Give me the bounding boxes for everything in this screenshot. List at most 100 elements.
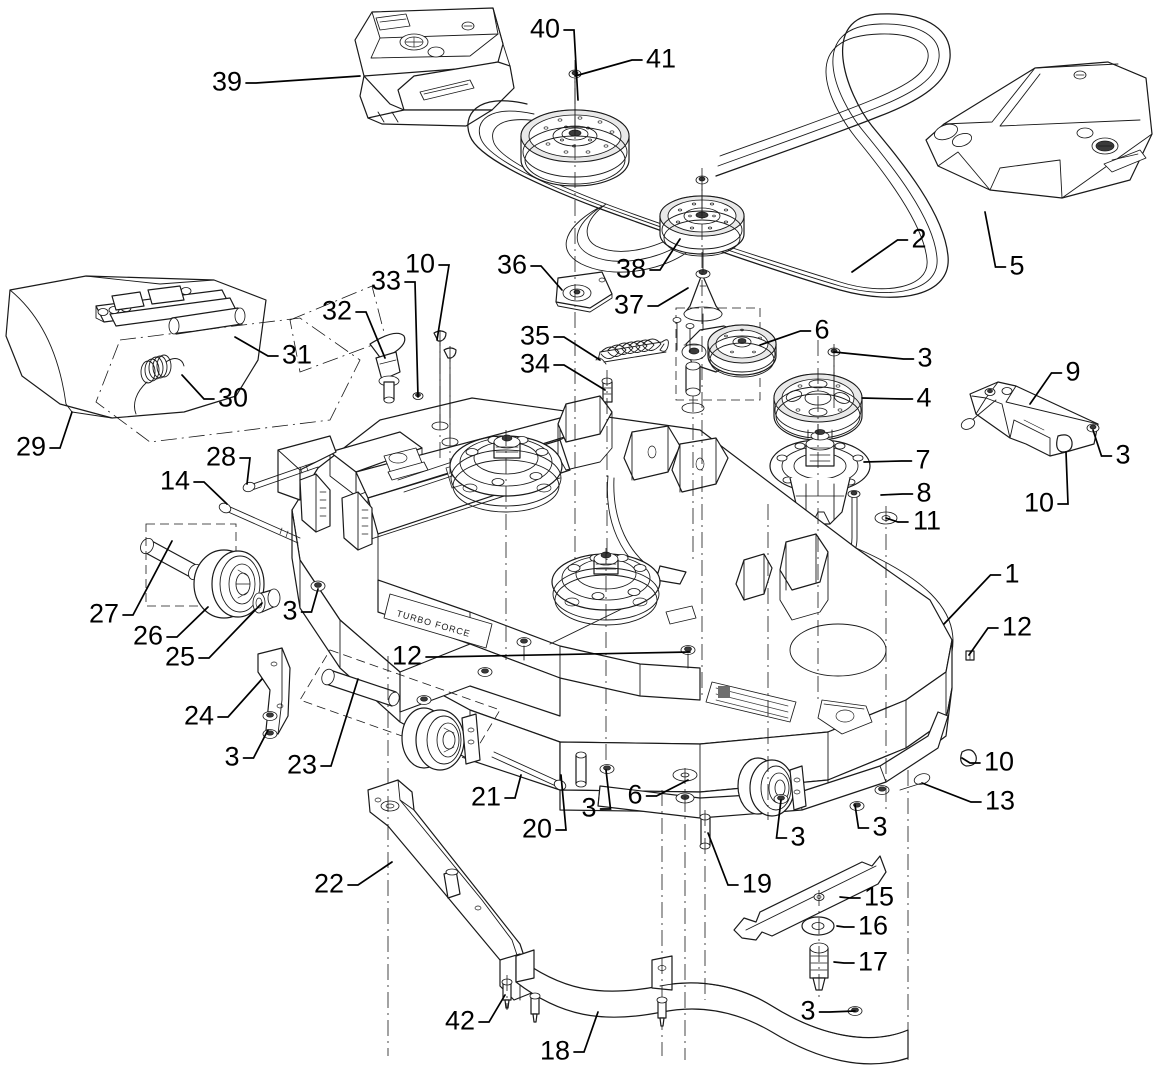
leader-line-34 (553, 364, 606, 391)
callout-20: 20 (521, 813, 553, 844)
part-wheel-spacer (252, 588, 281, 614)
leader-line-10 (436, 264, 450, 341)
callout-6: 6 (814, 314, 830, 345)
leader-line-17 (833, 961, 855, 964)
part-blade-washer (801, 916, 835, 936)
leader-line-38 (649, 238, 681, 271)
leader-line-22 (347, 861, 393, 886)
callout-29: 29 (15, 431, 47, 462)
leader-line-12 (968, 627, 999, 656)
part-belt-cover-left (354, 7, 515, 127)
leader-line-18 (573, 1011, 599, 1053)
leader-line-3 (833, 351, 915, 360)
part-belt-cover-right (925, 61, 1153, 199)
leader-line-21 (504, 774, 522, 799)
callout-3: 3 (581, 792, 597, 823)
callout-14: 14 (159, 465, 191, 496)
leader-line-24 (217, 678, 263, 718)
callout-1: 1 (1004, 558, 1020, 589)
leader-line-19 (707, 832, 739, 886)
callout-25: 25 (164, 641, 196, 672)
part-long-bolt-28 (242, 461, 319, 493)
callout-37: 37 (613, 289, 645, 320)
callout-10: 10 (983, 746, 1015, 777)
callout-40: 40 (529, 13, 561, 44)
callout-16: 16 (857, 910, 889, 941)
callout-10: 10 (404, 248, 436, 279)
leader-line-23 (320, 678, 359, 767)
leader-line-32 (355, 311, 386, 359)
part-idler-assembly (672, 307, 777, 414)
callout-38: 38 (615, 253, 647, 284)
callout-3: 3 (790, 821, 806, 852)
leader-line-29 (49, 411, 73, 449)
leader-line-30 (181, 374, 215, 400)
leader-line-1 (943, 574, 1002, 625)
callout-3: 3 (1115, 439, 1131, 470)
leader-line-3 (775, 799, 788, 839)
leader-line-39 (245, 75, 361, 84)
callout-11: 11 (912, 505, 942, 536)
callout-35: 35 (519, 320, 551, 351)
leader-line-10 (961, 757, 981, 764)
callout-3: 3 (224, 741, 240, 772)
leader-line-6 (759, 330, 812, 346)
part-idler-arm-bracket (555, 271, 613, 313)
part-grass-deflector-chute (5, 275, 387, 443)
callout-30: 30 (217, 382, 249, 413)
leader-line-11 (885, 517, 909, 523)
callout-23: 23 (286, 749, 318, 780)
leader-line-28 (239, 457, 251, 485)
part-carriage-bolt-13 (899, 773, 931, 791)
callout-12: 12 (391, 640, 423, 671)
callout-26: 26 (132, 620, 164, 651)
callout-8: 8 (916, 477, 932, 508)
callout-36: 36 (496, 249, 528, 280)
callout-4: 4 (916, 382, 932, 413)
leader-line-8 (880, 493, 914, 496)
callout-33: 33 (370, 265, 402, 296)
deck-front-gauge-wheel-left (401, 707, 481, 771)
part-deck-bolts-12 (416, 637, 975, 705)
callout-5: 5 (1009, 250, 1025, 281)
leader-line-42 (478, 994, 506, 1023)
leader-line-27 (122, 540, 173, 616)
callout-3: 3 (917, 342, 933, 373)
leader-line-31 (234, 336, 279, 357)
leader-line-3 (300, 588, 319, 613)
callout-27: 27 (88, 598, 120, 629)
leader-line-3 (242, 729, 269, 759)
callout-21: 21 (470, 781, 502, 812)
callout-3: 3 (872, 811, 888, 842)
leader-line-5 (984, 211, 1007, 268)
callout-22: 22 (313, 868, 345, 899)
leader-line-3 (1092, 429, 1113, 457)
callout-3: 3 (800, 995, 816, 1026)
leader-line-15 (839, 896, 861, 899)
leader-line-2 (851, 239, 909, 273)
callout-3: 3 (282, 595, 298, 626)
callout-41: 41 (645, 43, 677, 74)
part-lock-nut-wheel (310, 580, 326, 592)
leader-line-9 (1029, 372, 1063, 405)
part-front-baffle (515, 770, 909, 1065)
callout-32: 32 (321, 295, 353, 326)
callout-39: 39 (211, 66, 243, 97)
leader-line-6 (645, 779, 689, 797)
part-spindle-assembly (769, 429, 871, 525)
callout-17: 17 (857, 946, 889, 977)
callout-31: 31 (281, 339, 313, 370)
part-blade-bolt (809, 942, 829, 991)
leader-line-12 (425, 651, 691, 658)
callout-34: 34 (519, 348, 551, 379)
callout-13: 13 (984, 785, 1016, 816)
leader-line-36 (530, 265, 563, 291)
callout-24: 24 (183, 700, 215, 731)
callout-6: 6 (627, 779, 643, 810)
callout-leader-lines (49, 29, 1113, 1053)
callout-18: 18 (539, 1035, 571, 1066)
part-anti-scalp-roller-bracket (960, 381, 1100, 457)
callout-2: 2 (911, 223, 927, 254)
leader-line-20 (555, 774, 567, 831)
